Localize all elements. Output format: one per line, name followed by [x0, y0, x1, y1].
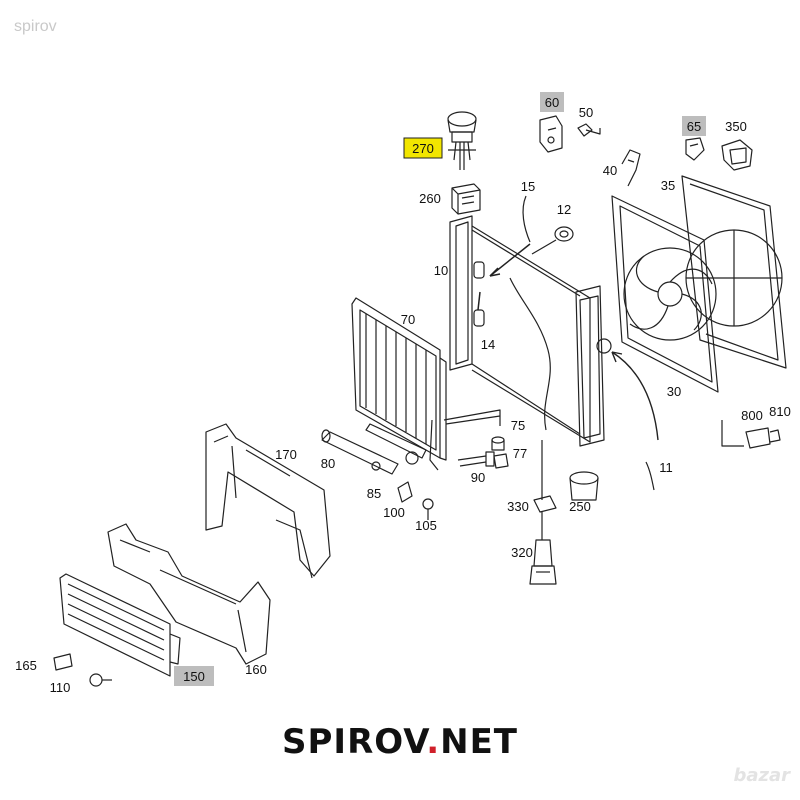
brand-dot: .	[426, 722, 441, 762]
callout-90: 90	[471, 470, 485, 485]
part-12-cap	[531, 226, 574, 255]
callout-350: 350	[725, 119, 747, 134]
callout-260: 260	[419, 191, 441, 206]
callout-15: 15	[521, 179, 535, 194]
part-800-connector	[721, 420, 781, 449]
callout-330: 330	[507, 499, 529, 514]
callout-50: 50	[579, 105, 593, 120]
callout-10: 10	[434, 263, 448, 278]
part-260-mount	[451, 183, 481, 215]
callout-35: 35	[661, 178, 675, 193]
part-105-screw	[422, 498, 434, 520]
part-170-carrier	[205, 423, 331, 579]
part-330-sensor	[533, 495, 557, 540]
part-165-pin	[53, 653, 73, 671]
part-50-bolt	[577, 123, 601, 137]
callout-77: 77	[513, 446, 527, 461]
callout-85: 85	[367, 486, 381, 501]
callout-60: 60	[545, 95, 559, 110]
callout-160: 160	[245, 662, 267, 677]
part-350-clamp	[721, 139, 753, 171]
part-77-nut	[493, 453, 509, 469]
part-intercooler	[59, 573, 181, 677]
brand-logo: SPIROV.NET	[0, 722, 800, 762]
part-90-bolt	[457, 451, 495, 467]
callout-70: 70	[401, 312, 415, 327]
part-15-hose	[522, 195, 531, 243]
part-110-screw	[89, 673, 112, 687]
callout-80: 80	[321, 456, 335, 471]
callout-150: 150	[183, 669, 205, 684]
callout-105: 105	[415, 518, 437, 533]
part-320-plug	[529, 539, 557, 585]
callout-40: 40	[603, 163, 617, 178]
callout-170: 170	[275, 447, 297, 462]
part-60-bracket	[539, 115, 563, 153]
callout-11: 11	[659, 460, 673, 475]
part-35-fan-cover	[681, 175, 787, 369]
part-75-washer	[491, 436, 505, 451]
callout-30: 30	[667, 384, 681, 399]
watermark-bottom-right: bazar	[733, 765, 790, 786]
callout-65: 65	[687, 119, 701, 134]
part-100-clip	[397, 481, 413, 503]
callout-320: 320	[511, 545, 533, 560]
part-40-bracket	[621, 149, 641, 187]
callout-800: 800	[741, 408, 763, 423]
callout-250: 250	[569, 499, 591, 514]
part-30-fan-shroud	[611, 195, 719, 393]
part-65-clip	[685, 137, 705, 161]
callout-810: 810	[769, 404, 791, 419]
part-250-reservoir	[569, 471, 599, 501]
callout-100: 100	[383, 505, 405, 520]
part-70-condenser	[351, 297, 447, 471]
watermark-top-left: spirov	[14, 18, 57, 35]
part-80-drier	[321, 423, 427, 475]
callout-12: 12	[557, 202, 571, 217]
part-270-plug	[447, 111, 477, 170]
brand-prefix: SPIROV	[282, 722, 427, 762]
brand-suffix: NET	[440, 722, 518, 762]
callout-14: 14	[481, 337, 495, 352]
callout-270: 270	[412, 141, 434, 156]
part-150-duct	[107, 523, 271, 665]
callout-165: 165	[15, 658, 37, 673]
callout-75: 75	[511, 418, 525, 433]
callout-110: 110	[50, 680, 71, 695]
part-10-radiator	[449, 215, 612, 447]
